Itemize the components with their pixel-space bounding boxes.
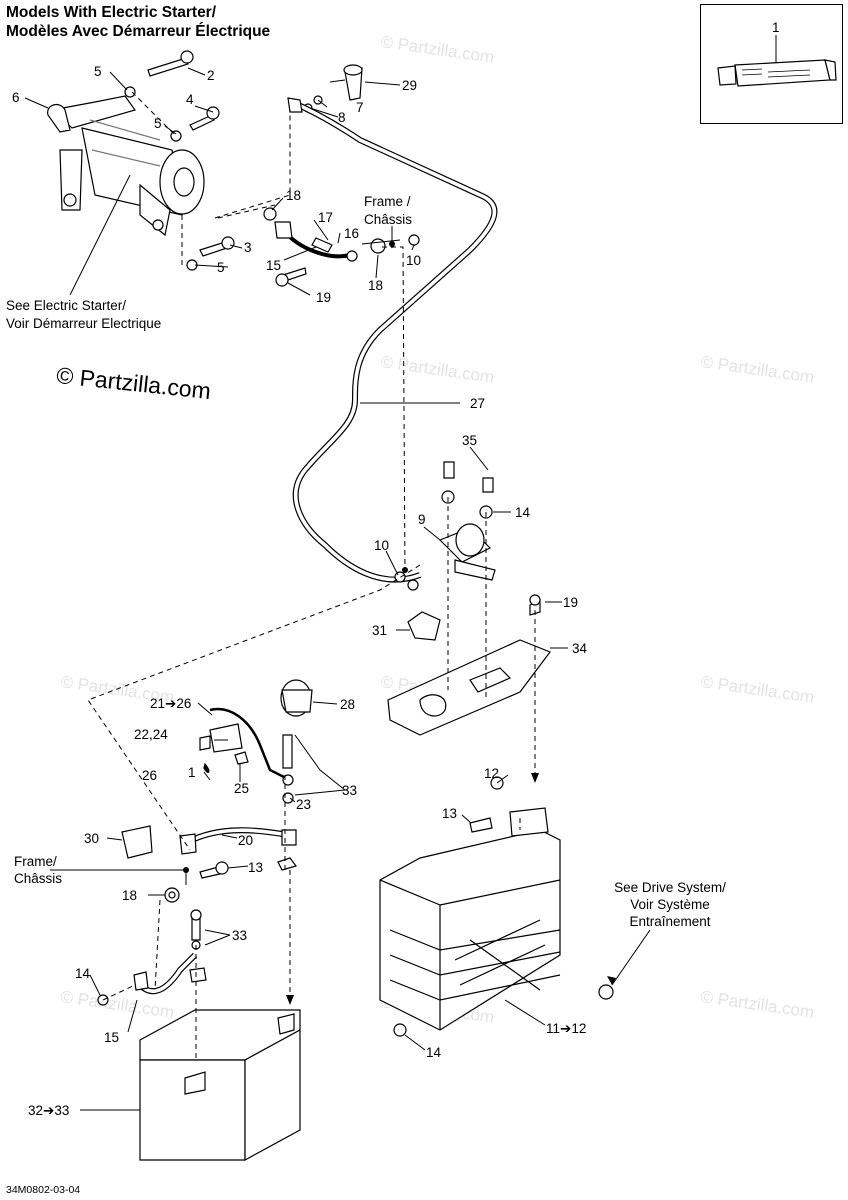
callout-2: 2	[207, 68, 215, 83]
callout-30: 30	[84, 831, 100, 846]
callout-26: 26	[142, 768, 158, 783]
callout-14: 14	[426, 1045, 442, 1060]
callout-17: 17	[318, 210, 334, 225]
note-electric-starter-fr: Voir Démarreur Electrique	[6, 316, 162, 331]
callout-3: 3	[244, 240, 252, 255]
cap-30	[121, 825, 153, 859]
callout-18: 18	[122, 888, 138, 903]
assembly-lines	[87, 91, 536, 1060]
page-title-line2: Modèles Avec Démarreur Électrique	[6, 23, 271, 40]
callout-28: 28	[340, 697, 356, 712]
callout-23: 23	[296, 797, 312, 812]
callout-27: 27	[470, 396, 486, 411]
callout-21-26: 21➔26	[150, 696, 192, 711]
callout-29: 29	[402, 78, 418, 93]
callout-35: 35	[462, 433, 478, 448]
callout-18: 18	[286, 188, 302, 203]
callout-10: 10	[406, 253, 422, 268]
cable-27	[287, 97, 498, 583]
note-electric-starter: See Electric Starter/	[6, 298, 127, 313]
callout-6: 6	[12, 90, 20, 105]
solenoid-9	[394, 461, 496, 591]
battery-32	[139, 1009, 301, 1162]
leader-lines	[24, 35, 777, 1111]
note-drive-system-fr: Voir Système	[630, 897, 710, 912]
callout-13: 13	[442, 806, 458, 821]
callout-33: 33	[342, 783, 358, 798]
callout-20: 20	[238, 833, 254, 848]
grease-tube-1	[717, 59, 837, 87]
bolt-33-lower	[189, 909, 207, 983]
callout-15: 15	[266, 258, 282, 273]
drawing-code: 34M0802-03-04	[6, 1184, 81, 1196]
callout-15: 15	[104, 1030, 120, 1045]
callout-8: 8	[338, 110, 346, 125]
boot-29	[303, 64, 363, 113]
battery-tray-11	[379, 776, 614, 1037]
callout-10: 10	[374, 538, 390, 553]
callout-5: 5	[94, 64, 102, 79]
cable-20	[179, 827, 298, 871]
callout-14: 14	[75, 966, 91, 981]
callout-1b: 1	[188, 765, 196, 780]
callout-34: 34	[572, 641, 588, 656]
callout-5: 5	[217, 260, 225, 275]
inset-box	[700, 4, 843, 124]
callout-14: 14	[515, 505, 531, 520]
note-chassis-left: Châssis	[14, 871, 63, 886]
callout-5: 5	[154, 116, 162, 131]
note-frame-top: Frame /	[364, 194, 411, 209]
callout-4: 4	[186, 92, 194, 107]
bracket-34	[387, 594, 551, 736]
callout-19: 19	[316, 290, 332, 305]
electric-starter	[47, 95, 205, 237]
callout-19: 19	[563, 595, 579, 610]
callout-22-24: 22,24	[134, 727, 168, 742]
page-title-line1: Models With Electric Starter/	[6, 4, 217, 21]
bolt-2	[124, 50, 194, 98]
callout-11-12: 11➔12	[546, 1021, 587, 1036]
cable-15-lower	[97, 952, 198, 1006]
note-drive-system: See Drive System/	[614, 880, 726, 895]
note-drive-system-fr2: Entraînement	[629, 914, 711, 929]
callout-32-33: 32➔33	[28, 1103, 70, 1118]
note-chassis-top: Châssis	[364, 212, 413, 227]
callout-31: 31	[372, 623, 388, 638]
callout-18: 18	[368, 278, 384, 293]
boot-28	[280, 679, 313, 717]
callout-13: 13	[248, 860, 264, 875]
callout-7: 7	[356, 100, 364, 115]
callout-25: 25	[234, 781, 250, 796]
arrowheads	[183, 241, 616, 1005]
callout-1: 1	[772, 20, 780, 35]
cable-15	[263, 207, 420, 287]
callout-9: 9	[418, 512, 426, 527]
callout-33: 33	[232, 928, 248, 943]
note-frame-left: Frame/	[14, 854, 57, 869]
bolt-13-left	[164, 861, 229, 903]
bolt-3	[186, 236, 235, 271]
callout-12: 12	[484, 766, 500, 781]
boot-31	[407, 611, 441, 641]
callout-16: 16	[344, 226, 360, 241]
